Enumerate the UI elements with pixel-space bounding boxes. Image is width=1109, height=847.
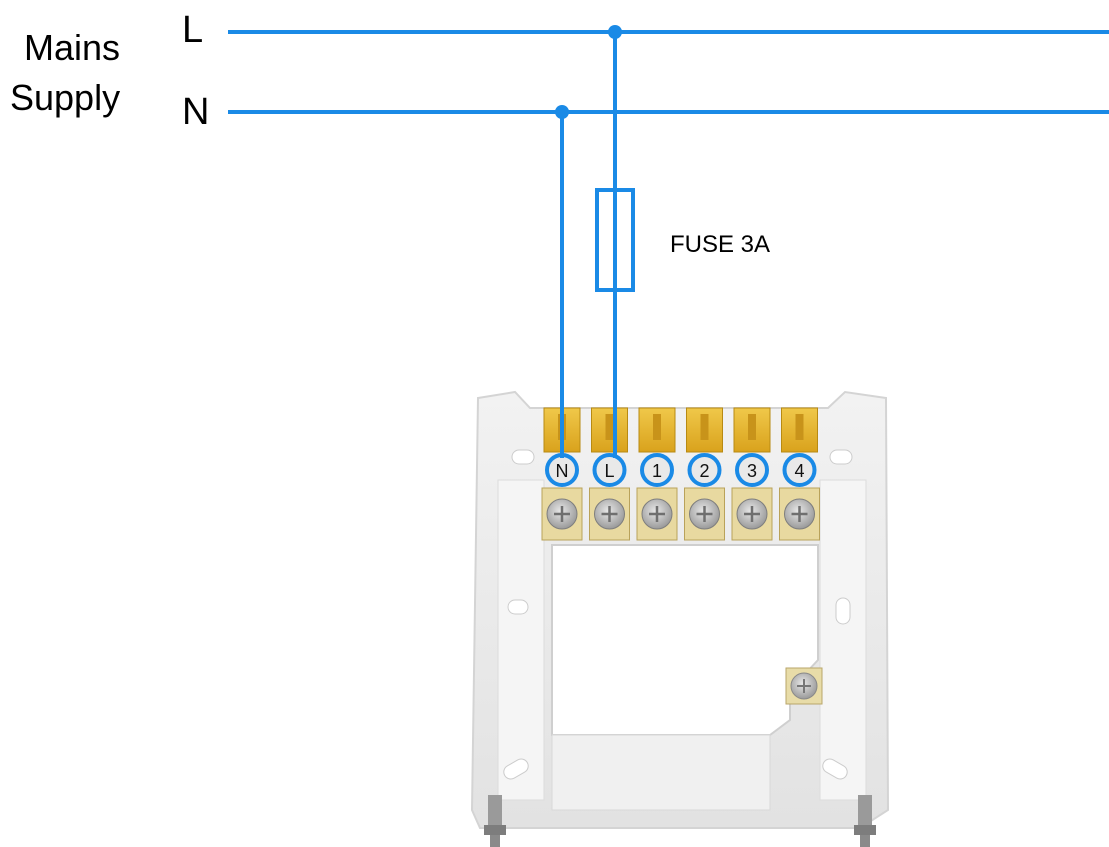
terminal-label: 4: [794, 461, 804, 481]
terminal-label: 3: [747, 461, 757, 481]
terminal-label: N: [556, 461, 569, 481]
terminal-label: 2: [699, 461, 709, 481]
live-label: L: [182, 9, 203, 51]
terminal-slot: [748, 414, 756, 440]
fuse-label: FUSE 3A: [670, 231, 770, 258]
terminal-4: 4: [779, 407, 820, 541]
screw-cross-icon: [744, 506, 760, 522]
neutral-label: N: [182, 91, 209, 133]
supply-title-line1: Mains: [24, 27, 120, 68]
screw-cross-icon: [649, 506, 665, 522]
bottom-right-screw: [854, 795, 876, 847]
terminal-slot: [653, 414, 661, 440]
screw-cross-icon: [601, 506, 618, 522]
terminal-slot: [605, 414, 614, 440]
terminal-label-ring: [782, 453, 817, 487]
wires: [228, 25, 1109, 458]
screw-cross-icon: [791, 506, 808, 522]
supply-title-line2: Supply: [10, 77, 120, 118]
terminal-label: L: [604, 461, 614, 481]
terminal-l: L: [589, 407, 630, 541]
terminal-label-ring: [592, 453, 627, 487]
terminal-2: 2: [684, 407, 725, 541]
terminal-label-ring: [640, 453, 674, 487]
terminal-3: 3: [731, 407, 773, 541]
terminal-label-ring: [687, 453, 722, 487]
screw-cross-icon: [696, 506, 713, 522]
terminal-1: 1: [636, 407, 678, 541]
terminal-slot: [700, 414, 709, 440]
terminal-blocks: N L 1 2 3 4: [541, 407, 820, 541]
terminal-label: 1: [652, 461, 662, 481]
screw-cross-icon: [554, 506, 570, 522]
bottom-left-screw: [484, 795, 506, 847]
backplate: [470, 390, 890, 847]
terminal-slot: [795, 414, 804, 440]
terminal-label-ring: [735, 453, 769, 487]
